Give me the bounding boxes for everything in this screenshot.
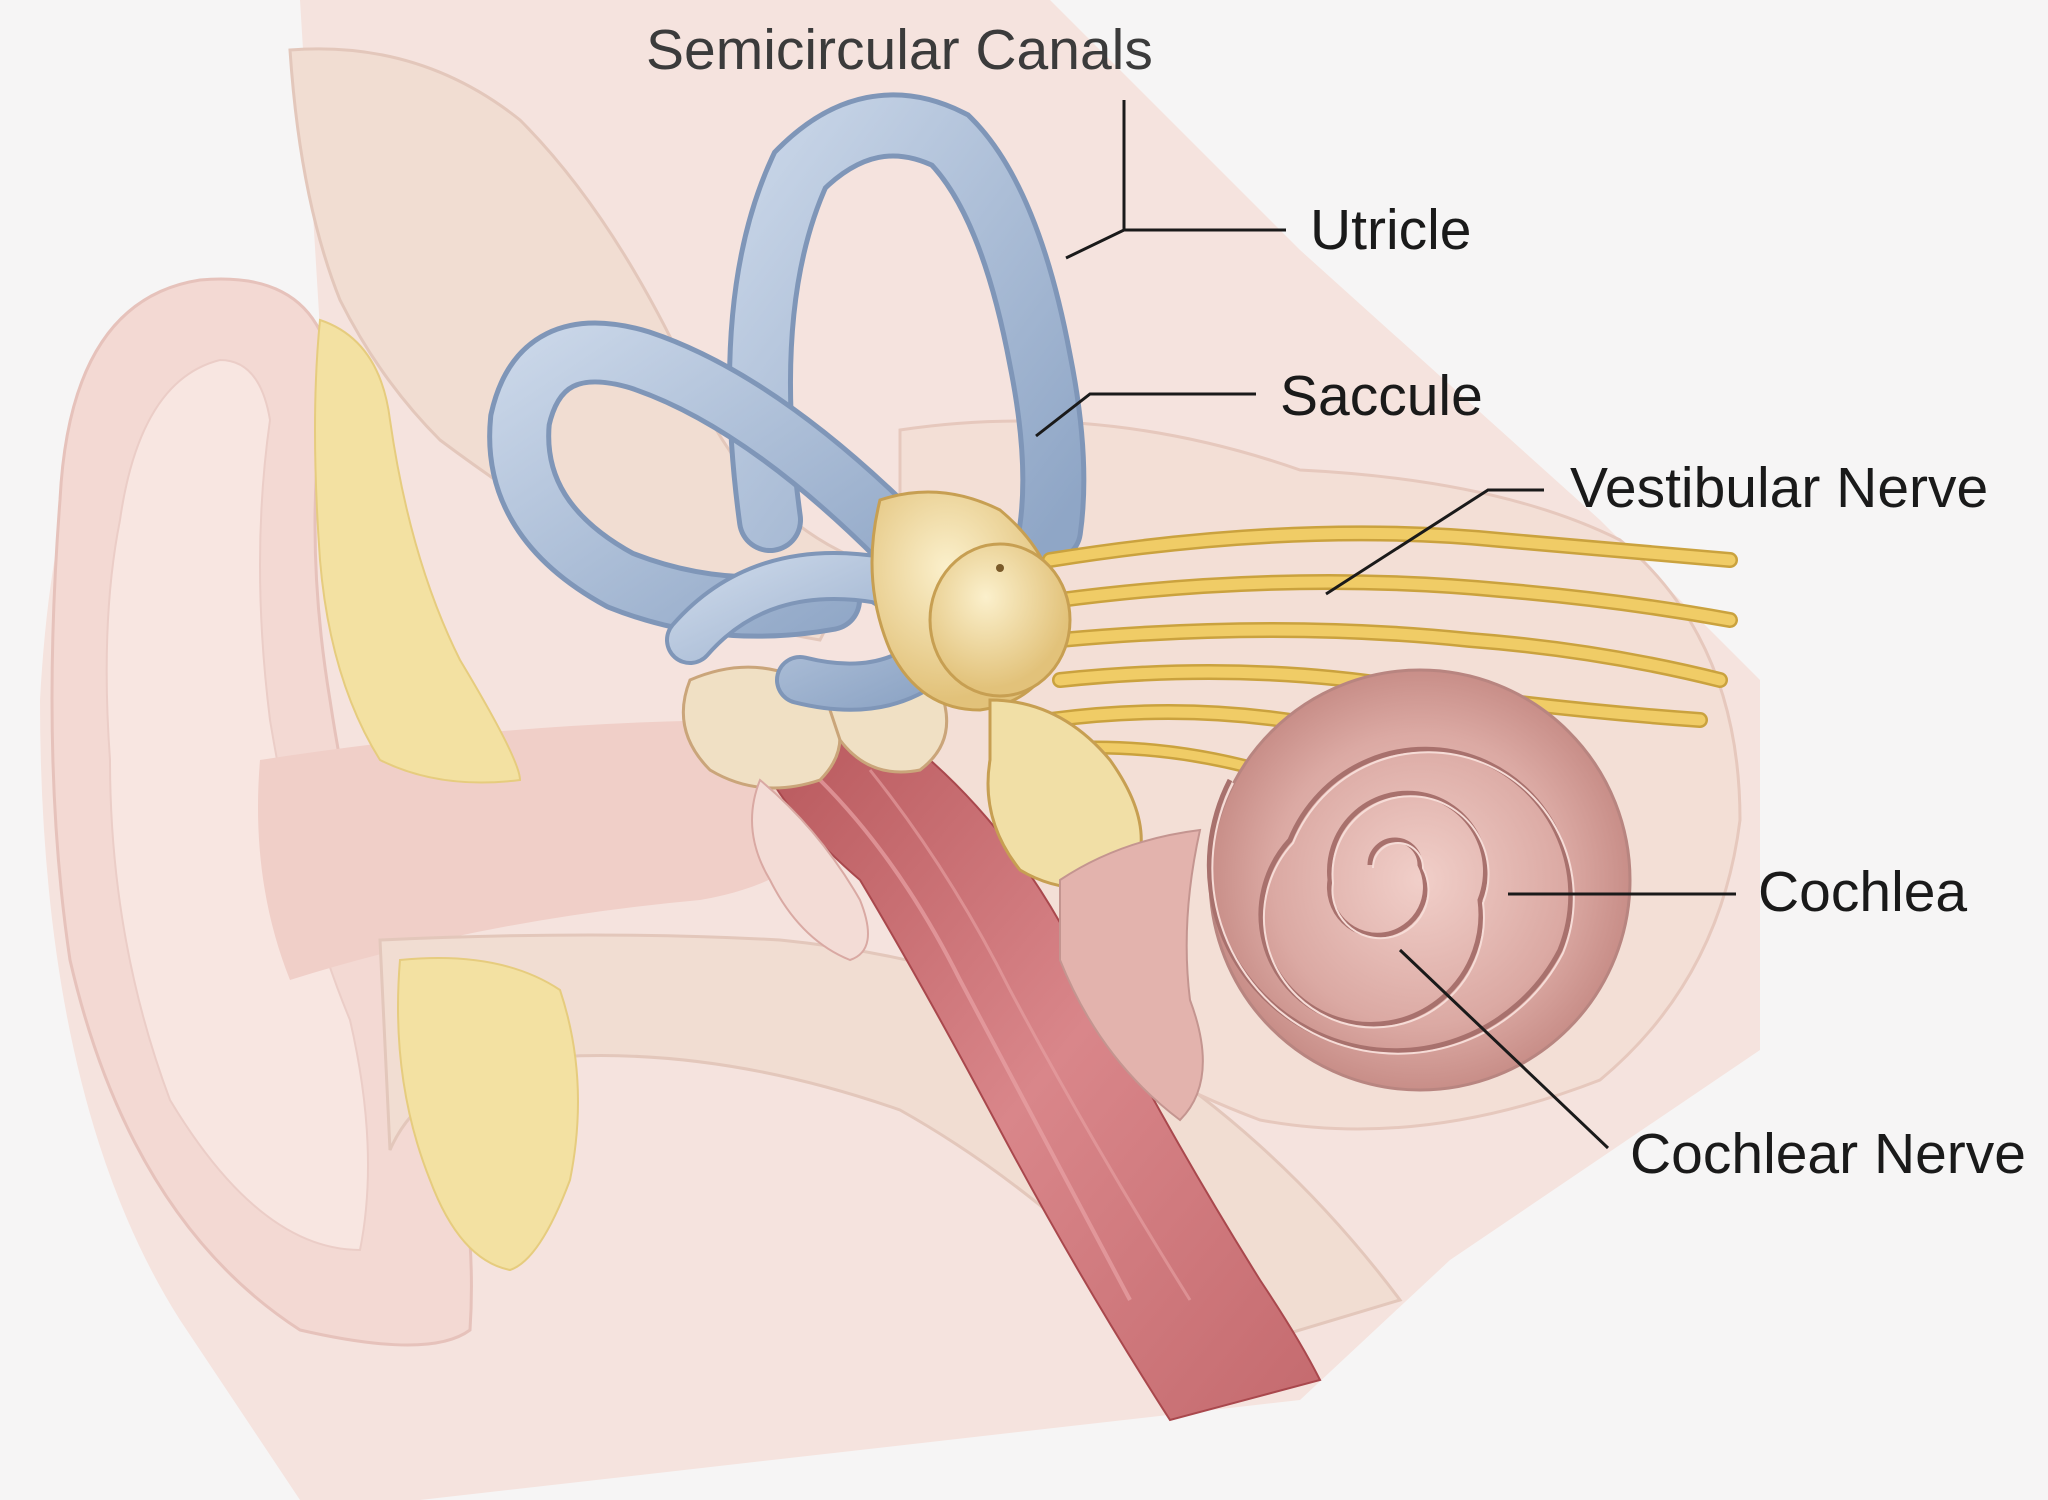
label-utricle: Utricle: [1310, 202, 1472, 259]
label-cochlea: Cochlea: [1758, 864, 1967, 921]
label-saccule: Saccule: [1280, 368, 1483, 425]
label-cochlear-nerve: Cochlear Nerve: [1630, 1126, 2026, 1183]
label-semicircular-canals: Semicircular Canals: [646, 22, 1153, 79]
label-vestibular-nerve: Vestibular Nerve: [1570, 460, 1988, 517]
